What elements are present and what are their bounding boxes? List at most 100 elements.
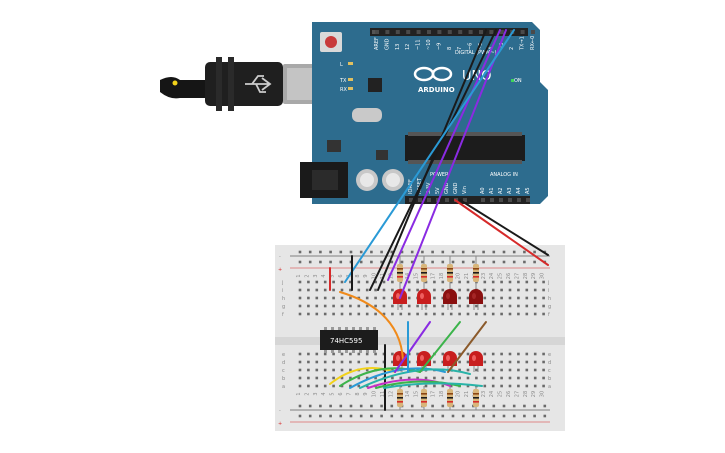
breadboard-hole[interactable]	[349, 376, 352, 380]
breadboard-hole[interactable]	[533, 304, 537, 308]
breadboard-hole[interactable]	[340, 368, 344, 372]
breadboard-hole[interactable]	[517, 376, 520, 380]
breadboard-hole[interactable]	[407, 304, 411, 308]
breadboard-hole[interactable]	[433, 288, 436, 292]
breadboard-hole[interactable]	[382, 312, 386, 316]
header-pin[interactable]	[531, 30, 535, 34]
breadboard-hole[interactable]	[391, 312, 394, 316]
breadboard-hole[interactable]	[458, 376, 461, 380]
rail-hole[interactable]	[431, 404, 434, 408]
rail-hole[interactable]	[359, 260, 363, 264]
header-pin[interactable]	[375, 30, 379, 34]
breadboard-hole[interactable]	[349, 304, 352, 308]
breadboard-hole[interactable]	[391, 352, 394, 356]
rail-hole[interactable]	[502, 260, 506, 264]
header-pin[interactable]	[526, 198, 530, 202]
breadboard-hole[interactable]	[525, 352, 529, 356]
header-pin[interactable]	[445, 198, 449, 202]
rail-hole[interactable]	[329, 404, 332, 408]
breadboard-hole[interactable]	[475, 376, 478, 380]
breadboard-hole[interactable]	[542, 352, 545, 356]
rail-hole[interactable]	[543, 404, 547, 408]
breadboard-hole[interactable]	[416, 304, 419, 308]
breadboard-hole[interactable]	[340, 376, 344, 380]
breadboard-hole[interactable]	[500, 280, 503, 284]
breadboard-hole[interactable]	[525, 312, 529, 316]
breadboard-hole[interactable]	[483, 376, 487, 380]
breadboard-hole[interactable]	[407, 280, 411, 284]
rail-hole[interactable]	[451, 404, 455, 408]
breadboard-hole[interactable]	[433, 304, 436, 308]
rail-hole[interactable]	[339, 250, 343, 254]
rail-hole[interactable]	[533, 414, 536, 418]
rail-hole[interactable]	[359, 414, 363, 418]
rail-hole[interactable]	[298, 250, 302, 254]
breadboard-hole[interactable]	[483, 296, 487, 300]
breadboard-hole[interactable]	[466, 304, 470, 308]
breadboard-hole[interactable]	[323, 384, 327, 388]
rail-hole[interactable]	[421, 260, 424, 264]
rail-hole[interactable]	[410, 404, 414, 408]
breadboard-hole[interactable]	[491, 304, 495, 308]
breadboard-hole[interactable]	[466, 368, 470, 372]
rail-hole[interactable]	[502, 404, 506, 408]
header-pin[interactable]	[517, 198, 521, 202]
rail-hole[interactable]	[502, 250, 506, 254]
breadboard-hole[interactable]	[399, 304, 403, 308]
header-pin[interactable]	[416, 30, 421, 34]
breadboard-hole[interactable]	[466, 384, 470, 388]
breadboard-hole[interactable]	[441, 304, 445, 308]
breadboard-hole[interactable]	[542, 384, 545, 388]
breadboard-hole[interactable]	[349, 280, 352, 284]
breadboard-hole[interactable]	[433, 360, 436, 364]
breadboard-hole[interactable]	[407, 296, 411, 300]
breadboard-hole[interactable]	[517, 384, 520, 388]
breadboard-hole[interactable]	[483, 384, 487, 388]
breadboard-hole[interactable]	[500, 368, 503, 372]
breadboard-hole[interactable]	[307, 360, 310, 364]
breadboard-hole[interactable]	[542, 288, 545, 292]
rail-hole[interactable]	[370, 250, 373, 254]
breadboard-hole[interactable]	[298, 288, 302, 292]
breadboard-hole[interactable]	[475, 312, 478, 316]
breadboard-hole[interactable]	[323, 304, 327, 308]
wire-blue[interactable]	[344, 29, 515, 283]
rail-hole[interactable]	[533, 260, 536, 264]
breadboard-hole[interactable]	[424, 280, 428, 284]
breadboard-hole[interactable]	[525, 368, 529, 372]
breadboard-hole[interactable]	[340, 288, 344, 292]
breadboard-hole[interactable]	[542, 296, 545, 300]
breadboard-hole[interactable]	[542, 376, 545, 380]
header-pin[interactable]	[385, 30, 390, 34]
breadboard-hole[interactable]	[332, 280, 335, 284]
rail-hole[interactable]	[370, 260, 373, 264]
breadboard-hole[interactable]	[449, 384, 453, 388]
header-pin[interactable]	[508, 198, 512, 202]
breadboard-hole[interactable]	[508, 304, 512, 308]
breadboard-hole[interactable]	[340, 280, 344, 284]
rail-hole[interactable]	[380, 404, 383, 408]
breadboard-hole[interactable]	[407, 288, 411, 292]
breadboard-hole[interactable]	[365, 376, 369, 380]
breadboard-hole[interactable]	[449, 312, 453, 316]
breadboard-hole[interactable]	[391, 304, 394, 308]
wire-orange[interactable]	[339, 291, 404, 361]
breadboard-hole[interactable]	[433, 376, 436, 380]
breadboard-hole[interactable]	[500, 384, 503, 388]
header-pin[interactable]	[437, 30, 442, 34]
rail-hole[interactable]	[461, 404, 465, 408]
wire-purple[interactable]	[394, 321, 431, 373]
breadboard-hole[interactable]	[315, 384, 319, 388]
rail-hole[interactable]	[359, 404, 363, 408]
rail-hole[interactable]	[390, 404, 394, 408]
rail-hole[interactable]	[308, 260, 312, 264]
breadboard-hole[interactable]	[483, 312, 487, 316]
breadboard-hole[interactable]	[374, 304, 377, 308]
rail-hole[interactable]	[349, 404, 353, 408]
breadboard-hole[interactable]	[298, 304, 302, 308]
rail-hole[interactable]	[533, 404, 536, 408]
breadboard-hole[interactable]	[525, 280, 529, 284]
breadboard-hole[interactable]	[374, 280, 377, 284]
breadboard-hole[interactable]	[391, 368, 394, 372]
breadboard-hole[interactable]	[416, 384, 419, 388]
